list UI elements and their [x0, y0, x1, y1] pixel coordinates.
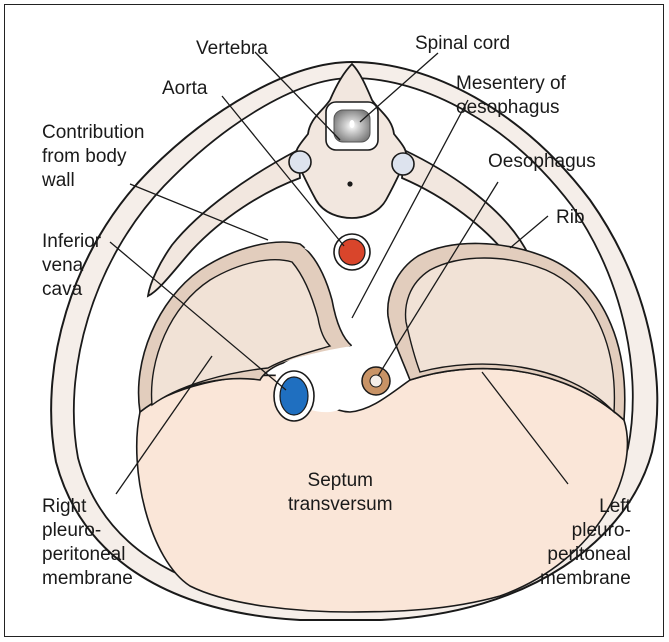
label-septum: Septum transversum: [288, 469, 393, 517]
label-rib: Rib: [556, 206, 585, 230]
central-canal: [350, 120, 355, 128]
ivc-lumen: [280, 377, 308, 415]
label-left-membrane: Left pleuro- peritoneal membrane: [540, 495, 631, 591]
label-oesophagus: Oesophagus: [488, 150, 596, 174]
oesophagus-lumen: [370, 375, 382, 387]
label-mesentery: Mesentery of oesophagus: [456, 72, 566, 120]
label-spinal-cord: Spinal cord: [415, 32, 510, 56]
rib-head-left: [289, 151, 311, 173]
notochord-dot: [347, 181, 352, 186]
label-right-membrane: Right pleuro- peritoneal membrane: [42, 495, 133, 591]
label-contribution: Contribution from body wall: [42, 121, 144, 193]
rib-head-right: [392, 153, 414, 175]
label-aorta: Aorta: [162, 77, 207, 101]
aorta-lumen: [339, 239, 365, 265]
label-ivc: Inferior vena cava: [42, 230, 101, 302]
label-vertebra: Vertebra: [196, 37, 268, 61]
